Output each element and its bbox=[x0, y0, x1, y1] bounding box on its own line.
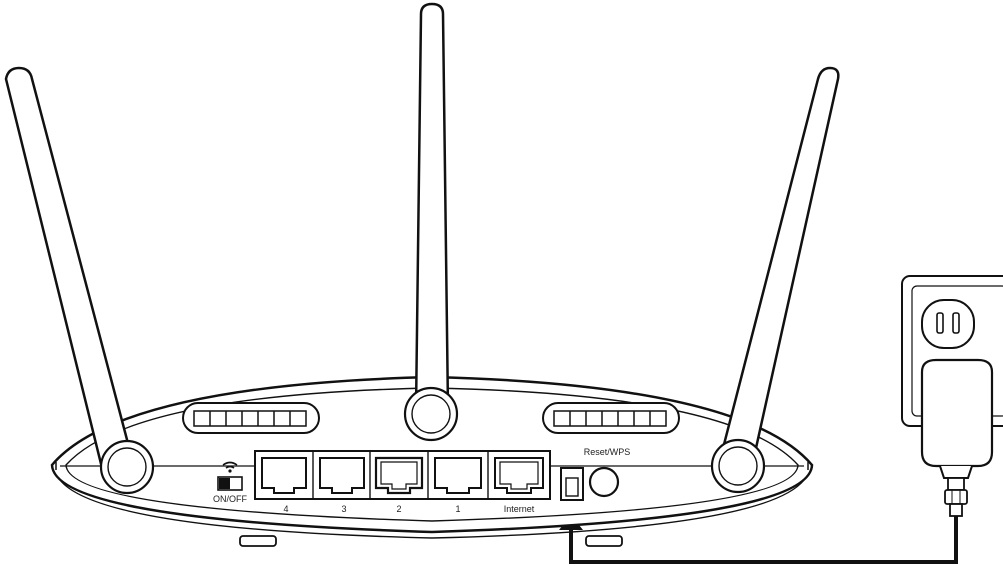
lan-port-1[interactable]: 1 bbox=[434, 457, 482, 514]
reset-wps-label: Reset/WPS bbox=[584, 447, 631, 457]
lan-port-2[interactable]: 2 bbox=[374, 456, 424, 514]
lan-port-3-label: 3 bbox=[341, 504, 346, 514]
antenna-right bbox=[710, 66, 840, 494]
internet-port[interactable]: Internet bbox=[494, 457, 544, 514]
antenna-left bbox=[4, 66, 155, 495]
antenna-center bbox=[403, 2, 459, 442]
lan-port-4[interactable]: 4 bbox=[261, 457, 307, 514]
switch-knob bbox=[219, 478, 230, 489]
antenna-base-left bbox=[99, 439, 155, 495]
vent-grille-right bbox=[542, 402, 680, 434]
lan-port-4-label: 4 bbox=[283, 504, 288, 514]
switch-label: ON/OFF bbox=[213, 494, 247, 504]
reset-wps-button[interactable]: Reset/WPS bbox=[584, 447, 631, 498]
outlet-socket bbox=[921, 299, 975, 349]
lan-port-3[interactable]: 3 bbox=[319, 457, 365, 514]
wifi-icon bbox=[222, 461, 238, 473]
lan-port-1-label: 1 bbox=[455, 504, 460, 514]
antenna-base-center bbox=[403, 386, 459, 442]
power-adapter bbox=[920, 358, 994, 517]
lan-port-2-label: 2 bbox=[396, 504, 401, 514]
vent-grille-left bbox=[182, 402, 320, 434]
wifi-switch[interactable]: ON/OFF bbox=[213, 461, 247, 505]
internet-port-label: Internet bbox=[504, 504, 535, 514]
power-jack[interactable] bbox=[560, 467, 584, 501]
antenna-base-right bbox=[710, 438, 766, 494]
